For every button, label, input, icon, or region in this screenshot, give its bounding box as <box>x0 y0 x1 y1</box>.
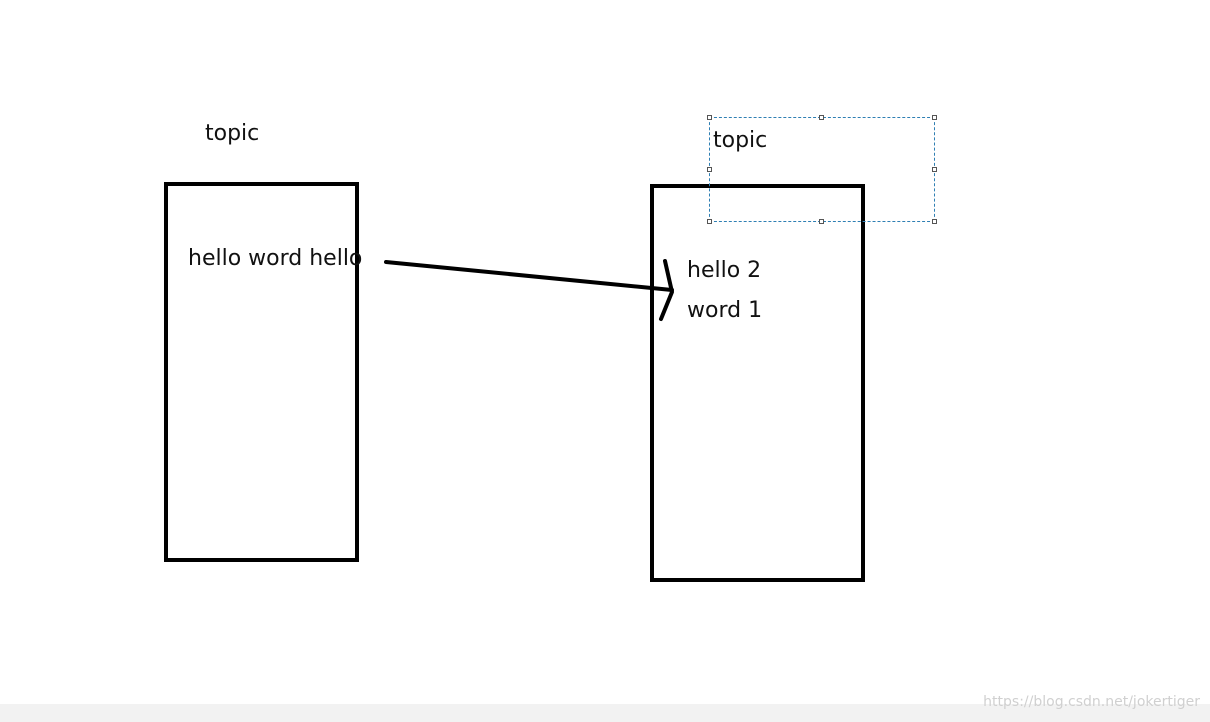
selection-handle-bottom-right[interactable] <box>932 219 937 224</box>
selection-handle-bottom-mid[interactable] <box>819 219 824 224</box>
selection-handle-top-mid[interactable] <box>819 115 824 120</box>
selection-handle-top-right[interactable] <box>932 115 937 120</box>
selection-handle-mid-left[interactable] <box>707 167 712 172</box>
input-topic-box <box>164 182 359 562</box>
output-topic-title-selection[interactable]: topic <box>709 117 935 222</box>
output-topic-box <box>650 184 865 582</box>
input-topic-title: topic <box>205 121 260 146</box>
output-topic-line-hello: hello 2 <box>687 258 762 283</box>
footer-bar <box>0 704 1210 722</box>
input-topic-content: hello word hello <box>188 246 363 271</box>
watermark: https://blog.csdn.net/jokertiger <box>983 694 1200 710</box>
output-topic-line-word: word 1 <box>687 298 763 323</box>
selection-handle-bottom-left[interactable] <box>707 219 712 224</box>
output-topic-title[interactable]: topic <box>713 128 768 153</box>
selection-handle-mid-right[interactable] <box>932 167 937 172</box>
arrow-shaft <box>384 260 674 292</box>
selection-handle-top-left[interactable] <box>707 115 712 120</box>
